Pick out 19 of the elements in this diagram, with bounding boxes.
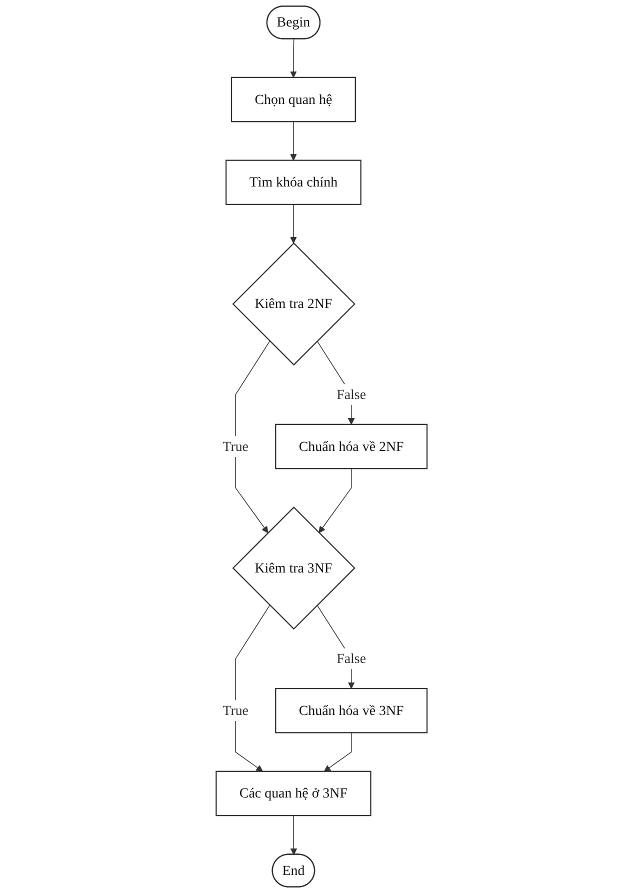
node-box: Chuẩn hóa về 2NF: [274, 424, 428, 470]
arrow: [290, 815, 298, 855]
node-box: Chuẩn hóa về 3NF: [274, 688, 428, 734]
node-box: Tìm khóa chính: [225, 160, 362, 206]
edge-label: True: [222, 702, 248, 718]
edge-label: True: [222, 438, 248, 454]
node-diamond: Kiêm tra 3NF: [232, 506, 356, 630]
node-box: Các quan hệ ở 3NF: [216, 770, 372, 816]
arrow: [318, 468, 352, 534]
arrow: [324, 732, 352, 772]
arrow: [290, 38, 297, 78]
node-diamond: Kiêm tra 2NF: [232, 242, 356, 366]
arrow: [235, 604, 270, 772]
edge-label: False: [336, 386, 366, 402]
arrow: [235, 340, 270, 534]
arrow: [290, 121, 297, 161]
node-box: Chọn quan hệ: [230, 76, 356, 122]
edge-label: False: [336, 650, 366, 666]
arrow: [290, 204, 297, 244]
